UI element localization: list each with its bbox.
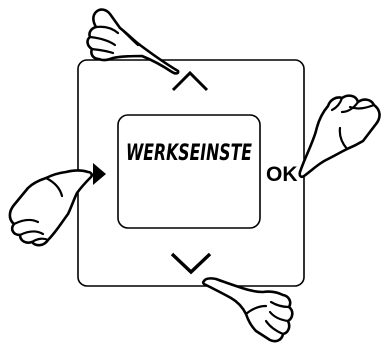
hand-finger-line (340, 100, 360, 114)
hand-finger-line (12, 218, 40, 226)
hand-finger-line (94, 25, 120, 35)
display-text: WERKSEINSTE (126, 141, 252, 166)
hand-finger-line (338, 126, 349, 151)
hand-pressing-ok (298, 94, 381, 179)
hand-finger-line (244, 304, 268, 316)
hand-finger-line (264, 319, 285, 336)
ok-button-label: OK (266, 163, 298, 186)
hand-finger-line (18, 230, 45, 237)
hand-pressing-up (86, 8, 180, 75)
up-button[interactable] (171, 70, 209, 92)
chevron-down-icon (170, 252, 212, 275)
hand-finger-line (44, 176, 64, 198)
hand-finger-line (268, 310, 290, 323)
triangle-left-icon (93, 163, 106, 185)
hand-finger-line (118, 26, 140, 47)
hand-finger-line (88, 35, 117, 47)
ok-button[interactable]: OK (266, 163, 298, 186)
hand-finger-line (269, 300, 291, 309)
left-button[interactable] (93, 163, 106, 185)
hand-finger-line (90, 47, 115, 55)
display-screen (117, 114, 261, 229)
down-button[interactable] (170, 252, 212, 275)
hand-finger-line (330, 96, 344, 112)
hand-finger-line (30, 237, 50, 244)
chevron-up-icon (171, 70, 209, 92)
hand-pressing-down (201, 277, 294, 343)
hand-pressing-left (8, 169, 94, 247)
